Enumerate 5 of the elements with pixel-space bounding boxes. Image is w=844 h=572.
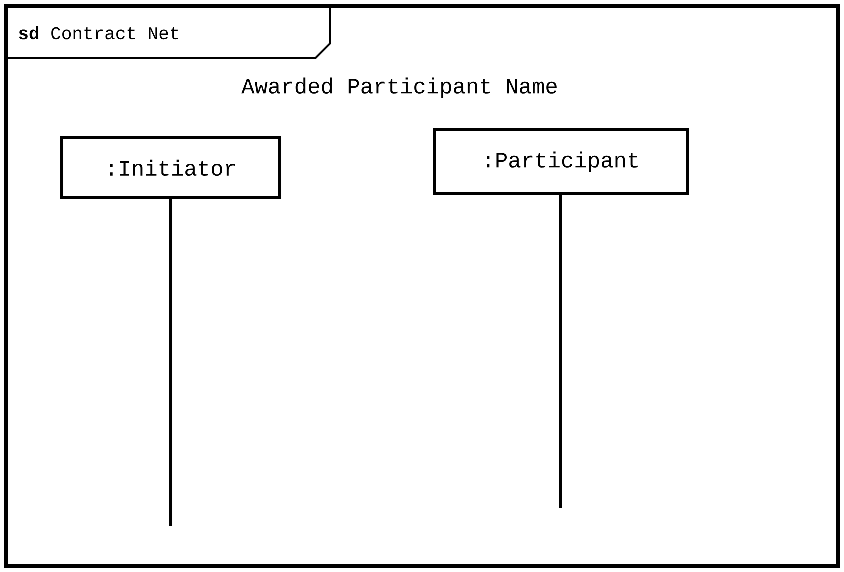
lifeline-box: :Initiator	[60, 136, 282, 200]
lifeline-box: :Participant	[433, 128, 689, 196]
note-text: Awarded Participant Name	[242, 78, 557, 98]
lifeline	[560, 196, 562, 508]
lifeline	[170, 200, 172, 526]
